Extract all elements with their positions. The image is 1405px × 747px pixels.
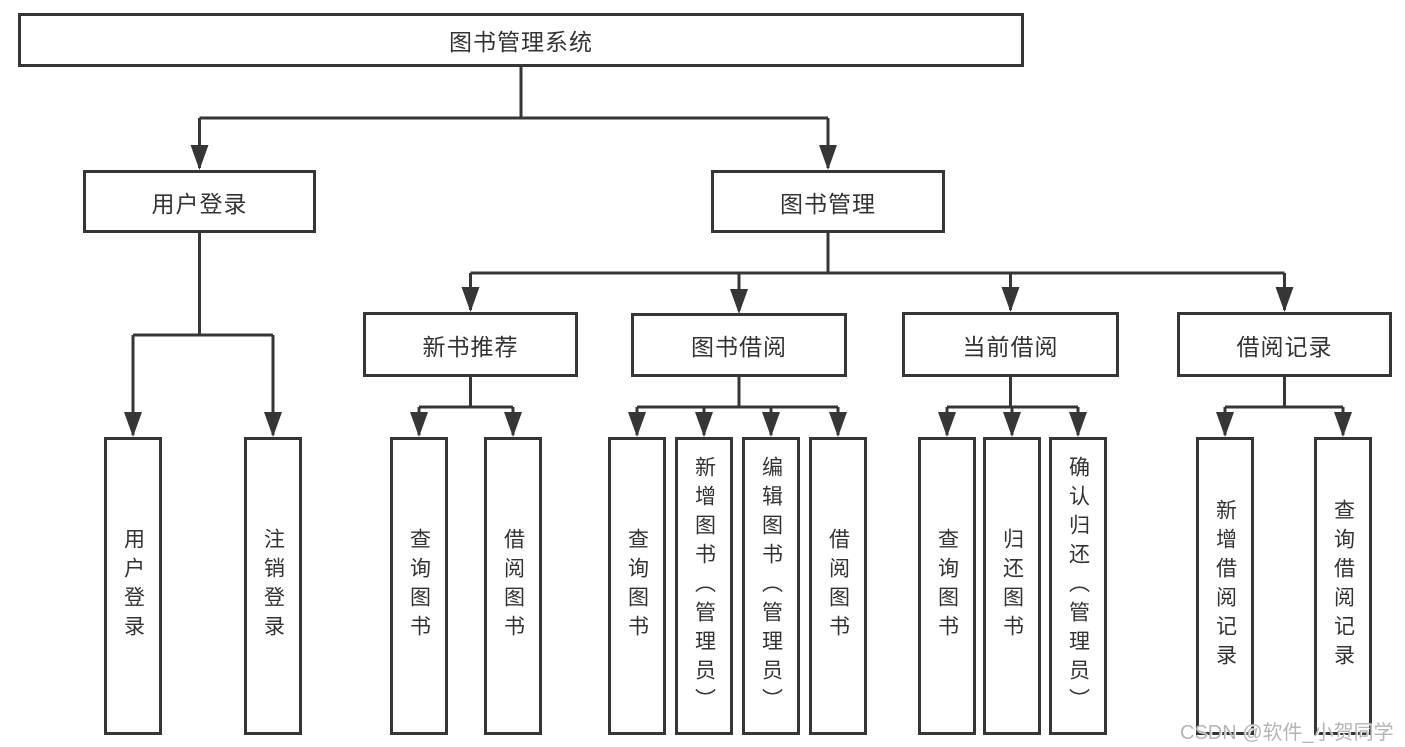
arrow-down-icon — [124, 412, 142, 437]
leaf-return-books: 归还图书 — [983, 437, 1041, 735]
arrow-down-icon — [762, 412, 780, 437]
leaf-query-books-current: 查询图书 — [918, 437, 976, 735]
node-label: 新增借阅记录 — [1213, 499, 1237, 673]
node-label: 新增图书（管理员） — [692, 455, 716, 717]
node-label: 查询图书 — [935, 528, 959, 644]
node-book-borrowing: 图书借阅 — [631, 313, 847, 377]
arrow-down-icon — [190, 145, 209, 170]
leaf-user-login: 用户登录 — [104, 437, 162, 735]
leaf-edit-book-admin: 编辑图书（管理员） — [742, 437, 800, 735]
arrow-down-icon — [819, 145, 837, 170]
node-label: 图书借阅 — [691, 334, 787, 360]
leaf-query-books-borrowing: 查询图书 — [608, 437, 666, 735]
arrow-down-icon — [461, 287, 480, 312]
node-label: 用户登录 — [121, 528, 145, 644]
node-label: 编辑图书（管理员） — [759, 455, 783, 717]
node-label: 借阅图书 — [826, 528, 850, 644]
leaf-add-borrow-record: 新增借阅记录 — [1196, 437, 1254, 735]
arrow-down-icon — [264, 412, 282, 437]
arrow-down-icon — [938, 412, 956, 437]
node-label: 查询图书 — [407, 528, 431, 644]
node-label: 确认归还（管理员） — [1066, 455, 1090, 717]
node-borrowing-records: 借阅记录 — [1177, 312, 1392, 377]
node-label: 当前借阅 — [962, 333, 1059, 360]
connector-book-management — [469, 233, 1286, 311]
node-label: 用户登录 — [151, 190, 248, 217]
node-label: 查询图书 — [625, 528, 649, 644]
leaf-query-borrow-record: 查询借阅记录 — [1314, 437, 1372, 735]
node-user-login: 用户登录 — [83, 170, 316, 233]
arrow-down-icon — [504, 412, 522, 437]
connector-root — [198, 66, 830, 168]
leaf-logout-login: 注销登录 — [244, 437, 302, 735]
connector-book-borrowing — [635, 377, 840, 435]
arrow-down-icon — [1069, 412, 1087, 437]
leaf-add-book-admin: 新增图书（管理员） — [675, 437, 733, 735]
arrow-down-icon — [1334, 412, 1352, 437]
arrow-down-icon — [730, 289, 748, 314]
leaf-borrow-books-borrowing: 借阅图书 — [809, 437, 867, 735]
node-current-borrowing: 当前借阅 — [902, 312, 1119, 377]
leaf-confirm-return-admin: 确认归还（管理员） — [1049, 437, 1107, 735]
node-book-management: 图书管理 — [711, 170, 945, 233]
arrow-down-icon — [1001, 287, 1020, 312]
connector-new-book — [417, 377, 515, 435]
arrow-down-icon — [1275, 287, 1294, 312]
node-new-book-recommendation: 新书推荐 — [363, 312, 578, 377]
node-label: 查询借阅记录 — [1331, 499, 1355, 673]
arrow-down-icon — [1003, 412, 1021, 437]
connector-user-login — [131, 233, 275, 435]
arrow-down-icon — [1216, 412, 1234, 437]
node-label: 新书推荐 — [422, 333, 519, 360]
node-label: 归还图书 — [1000, 528, 1024, 644]
node-label: 注销登录 — [261, 528, 285, 644]
node-label: 图书管理系统 — [449, 29, 593, 55]
connector-borrow-records — [1223, 377, 1345, 435]
node-library-system: 图书管理系统 — [18, 13, 1024, 67]
arrow-down-icon — [695, 412, 713, 437]
arrow-down-icon — [410, 412, 428, 437]
node-label: 借阅图书 — [501, 528, 525, 644]
watermark: CSDN @软件_小贺同学 — [1180, 722, 1394, 744]
node-label: 借阅记录 — [1236, 333, 1333, 360]
leaf-query-books-recommend: 查询图书 — [390, 437, 448, 735]
node-label: 图书管理 — [780, 190, 876, 217]
arrow-down-icon — [628, 412, 646, 437]
arrow-down-icon — [829, 412, 847, 437]
leaf-borrow-books-recommend: 借阅图书 — [484, 437, 542, 735]
